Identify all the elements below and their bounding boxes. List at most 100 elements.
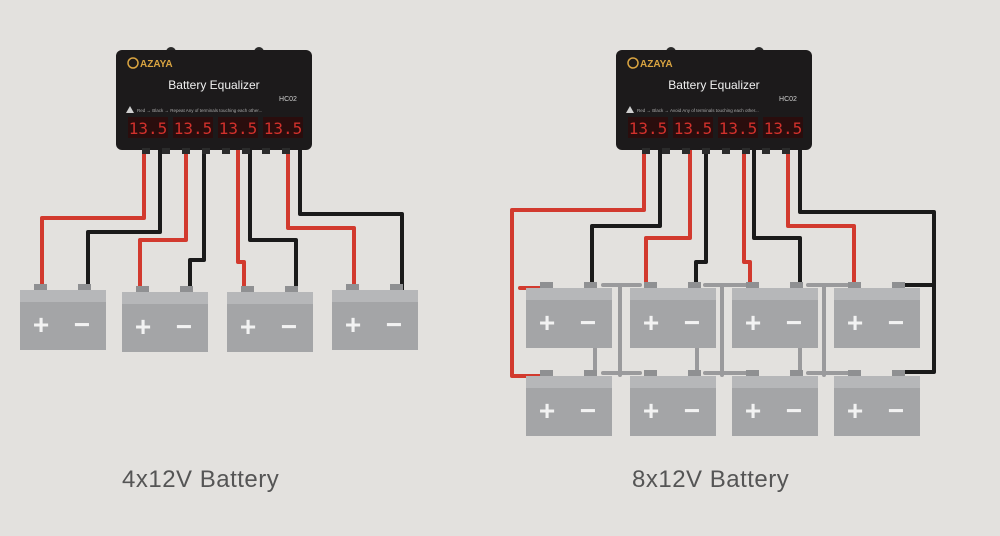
black-wire (188, 148, 206, 294)
output-terminal-connector (782, 148, 790, 154)
output-terminal-connector (222, 148, 230, 154)
output-terminal-connector (702, 148, 710, 154)
battery-bottom-2: +− (630, 370, 716, 436)
output-terminal-connector (642, 148, 650, 154)
output-terminal-connector (282, 148, 290, 154)
voltage-display-value: 13.5 (764, 119, 803, 138)
voltage-display-value: 13.5 (674, 119, 713, 138)
battery-top-band (227, 292, 313, 304)
device-warning-text: Red → Black → Avoid Any of terminals tou… (637, 108, 759, 113)
warning-icon (126, 106, 134, 113)
black-wire (590, 148, 662, 287)
output-terminal-connector (762, 148, 770, 154)
battery-plus-symbol: + (539, 307, 555, 338)
red-wire (644, 148, 692, 287)
battery-plus-symbol: + (745, 307, 761, 338)
battery-top-band (732, 288, 818, 300)
battery-plus-symbol: + (135, 311, 151, 342)
brand-logo-icon (627, 57, 639, 69)
battery-top-1: +− (526, 282, 612, 348)
battery-plus-symbol: + (745, 395, 761, 426)
battery-plus-symbol: + (847, 307, 863, 338)
device-warning-text: Red → Black → Repeat Any of terminals to… (137, 108, 262, 113)
voltage-display-value: 13.5 (129, 119, 168, 138)
output-terminal-connector (142, 148, 150, 154)
output-terminal-connector (202, 148, 210, 154)
brand-logo-icon (127, 57, 139, 69)
caption-8x12v: 8x12V Battery (632, 466, 790, 493)
red-wire (786, 148, 856, 287)
battery-negative-terminal (790, 370, 803, 378)
voltage-display (763, 117, 803, 138)
black-wire (798, 148, 936, 374)
voltage-display (128, 117, 168, 138)
battery-minus-symbol: − (386, 309, 402, 340)
output-terminal-connector (662, 148, 670, 154)
battery-negative-terminal (892, 370, 905, 378)
battery-plus-symbol: + (33, 309, 49, 340)
black-wire (86, 148, 162, 292)
battery-minus-symbol: − (786, 307, 802, 338)
battery-top-band (732, 376, 818, 388)
battery-positive-terminal (136, 286, 149, 294)
battery-negative-terminal (688, 282, 701, 290)
battery-3: +− (227, 286, 313, 352)
voltage-display (628, 117, 668, 138)
output-terminal-connector (722, 148, 730, 154)
battery-positive-terminal (848, 282, 861, 290)
battery-minus-symbol: − (684, 395, 700, 426)
battery-top-band (834, 288, 920, 300)
output-terminal-connector (262, 148, 270, 154)
battery-2: +− (122, 286, 208, 352)
voltage-display-value: 13.5 (219, 119, 258, 138)
voltage-display (173, 117, 213, 138)
voltage-display-value: 13.5 (264, 119, 303, 138)
device-brand: AZAYA (140, 59, 173, 70)
voltage-display (718, 117, 758, 138)
red-wire (236, 148, 246, 294)
battery-negative-terminal (390, 284, 403, 292)
battery-plus-symbol: + (345, 309, 361, 340)
battery-minus-symbol: − (888, 307, 904, 338)
battery-negative-terminal (285, 286, 298, 294)
black-wire (694, 148, 708, 287)
battery-top-band (332, 290, 418, 302)
battery-positive-terminal (644, 282, 657, 290)
battery-minus-symbol: − (684, 307, 700, 338)
battery-negative-terminal (584, 282, 597, 290)
battery-top-3: +− (732, 282, 818, 348)
voltage-display-value: 13.5 (174, 119, 213, 138)
battery-negative-terminal (688, 370, 701, 378)
battery-top-band (834, 376, 920, 388)
battery-bottom-3: +− (732, 370, 818, 436)
battery-positive-terminal (540, 370, 553, 378)
battery-minus-symbol: − (888, 395, 904, 426)
battery-top-band (526, 288, 612, 300)
battery-negative-terminal (790, 282, 803, 290)
battery-1: +− (20, 284, 106, 350)
battery-positive-terminal (241, 286, 254, 294)
black-wire (752, 148, 802, 287)
battery-top-2: +− (630, 282, 716, 348)
black-wire (248, 148, 298, 294)
battery-negative-terminal (584, 370, 597, 378)
battery-top-4: +− (834, 282, 920, 348)
battery-minus-symbol: − (281, 311, 297, 342)
battery-plus-symbol: + (240, 311, 256, 342)
battery-minus-symbol: − (580, 307, 596, 338)
battery-4: +− (332, 284, 418, 350)
battery-positive-terminal (746, 282, 759, 290)
battery-positive-terminal (848, 370, 861, 378)
red-wire (742, 148, 752, 287)
battery-top-band (630, 288, 716, 300)
battery-bottom-4: +− (834, 370, 920, 436)
battery-positive-terminal (644, 370, 657, 378)
warning-icon (626, 106, 634, 113)
battery-minus-symbol: − (580, 395, 596, 426)
battery-negative-terminal (78, 284, 91, 292)
voltage-display (263, 117, 303, 138)
output-terminal-connector (182, 148, 190, 154)
